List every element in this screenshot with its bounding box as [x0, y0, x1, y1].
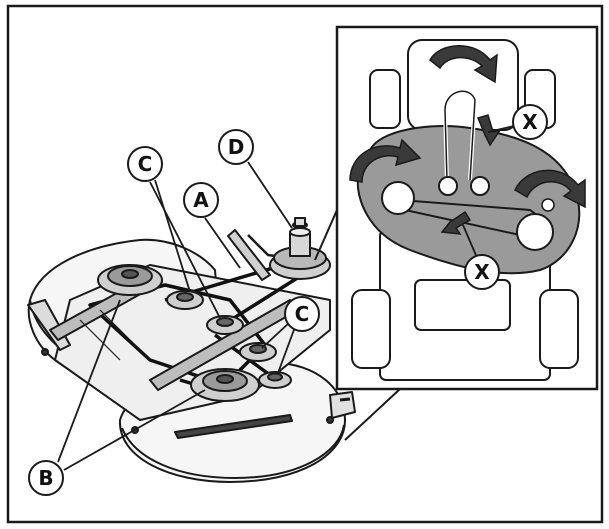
leader-x-upper [487, 125, 515, 133]
pulley-idler-c3 [239, 342, 277, 362]
inset-pulley-center-1 [438, 176, 458, 196]
deck-rib [79, 309, 141, 361]
pulley-left-spindle [97, 264, 163, 296]
leader-c-upper-1 [154, 179, 191, 293]
leader-c-upper-2 [149, 181, 221, 319]
inset-rear-wheel-right [539, 289, 579, 369]
callout-d-label: D [228, 135, 245, 159]
inset-seat [414, 279, 511, 331]
rotation-arrow-top-icon [429, 45, 498, 84]
bolt-3 [326, 416, 334, 424]
leader-c-lower-2 [277, 326, 296, 374]
callout-d: D [218, 129, 254, 165]
blade-right [174, 414, 293, 439]
callout-b-label: B [38, 466, 53, 490]
bolt-1 [41, 348, 49, 356]
inset-panel [314, 25, 599, 441]
inset-pulley-left [381, 181, 415, 215]
callout-c-upper-label: C [138, 152, 153, 176]
inset-belt-loop-outline [444, 90, 476, 181]
leader-x-lower [462, 224, 479, 261]
leader-d [247, 161, 293, 229]
callout-x-lower-label: X [474, 260, 490, 284]
right-mount-slot [339, 397, 351, 402]
pulley-idler-c2 [206, 315, 244, 335]
callout-leaders [57, 125, 515, 471]
callout-c-upper: C [127, 146, 163, 182]
inset-leader-top [314, 209, 338, 261]
callout-a: A [183, 182, 219, 218]
callout-x-upper-label: X [522, 110, 538, 134]
pulley-right-spindle [190, 368, 260, 402]
callout-c-lower: C [284, 296, 320, 332]
pulley-idler-c4 [258, 371, 292, 389]
inset-pulley-right [516, 213, 554, 251]
tension-arrow-lower-icon [440, 210, 472, 235]
callout-badges: C A D C B X X [28, 104, 548, 496]
mower-deck-illustration [27, 217, 356, 483]
tension-arrow-top-icon [476, 114, 502, 147]
inset-front-wheel-left [369, 69, 401, 129]
callout-c-lower-label: C [295, 302, 310, 326]
leader-b-1 [57, 299, 121, 463]
callout-a-label: A [193, 188, 209, 212]
inset-leader-bottom [344, 388, 401, 441]
leader-c-lower-1 [261, 321, 291, 349]
callout-x-lower: X [464, 254, 500, 290]
right-deck-lip [121, 424, 345, 479]
leader-a [204, 217, 241, 269]
inset-pulley-small [541, 198, 555, 212]
pulley-idler-c1 [166, 290, 204, 310]
leader-b-2 [63, 389, 206, 471]
rotation-arrow-right-icon [514, 169, 586, 209]
callout-x-upper: X [512, 104, 548, 140]
rotation-arrow-left-icon [349, 138, 422, 183]
callout-b: B [28, 460, 64, 496]
idler-arm [227, 229, 271, 281]
inset-rear-wheel-left [351, 289, 391, 369]
inset-pulley-center-2 [470, 176, 490, 196]
